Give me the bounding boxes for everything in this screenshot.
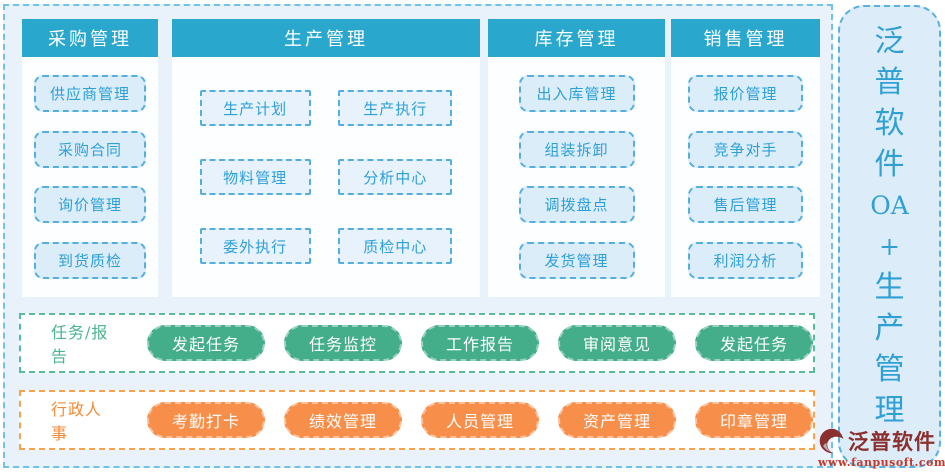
brand-char: 生	[874, 270, 905, 305]
admin-hr-band: 行政人事 考勤打卡绩效管理人员管理资产管理印章管理	[19, 390, 815, 450]
module-item-button[interactable]: 供应商管理	[34, 75, 146, 113]
fanpu-logo-row: 泛普软件	[818, 426, 945, 456]
orange-pill-button[interactable]: 考勤打卡	[147, 402, 265, 438]
fanpu-swirl-icon	[818, 427, 846, 455]
green-pill-button[interactable]: 工作报告	[421, 325, 539, 361]
module-column-4: 销售管理报价管理竞争对手售后管理利润分析	[671, 19, 820, 297]
module-item-button[interactable]: 发货管理	[518, 241, 635, 279]
orange-pill-button[interactable]: 绩效管理	[284, 402, 402, 438]
module-column-header: 生产管理	[172, 19, 480, 57]
module-item-button[interactable]: 询价管理	[34, 186, 146, 224]
brand-char: 泛	[874, 24, 905, 59]
orange-pill-button[interactable]: 印章管理	[695, 402, 813, 438]
orange-pill-button[interactable]: 人员管理	[421, 402, 539, 438]
module-item-button[interactable]: 质检中心	[338, 228, 453, 264]
module-column-header: 销售管理	[671, 19, 820, 57]
module-item-button[interactable]: 采购合同	[34, 130, 146, 168]
module-diagram-box: 采购管理供应商管理采购合同询价管理到货质检生产管理生产计划生产执行物料管理分析中…	[3, 4, 833, 468]
module-column-header: 库存管理	[488, 19, 665, 57]
green-pill-button[interactable]: 发起任务	[147, 325, 265, 361]
brand-sidebar: 泛普软件 OA + 生产管理	[838, 5, 941, 468]
brand-char: 软	[874, 106, 905, 141]
brand-char: 件	[874, 147, 905, 182]
module-item-button[interactable]: 生产执行	[338, 90, 453, 126]
task-report-band: 任务/报告 发起任务任务监控工作报告审阅意见发起任务	[19, 313, 815, 373]
brand-char: 理	[874, 393, 905, 428]
brand-char: 管	[874, 352, 905, 387]
green-pill-button[interactable]: 审阅意见	[558, 325, 676, 361]
module-item-button[interactable]: 竞争对手	[688, 130, 803, 168]
brand-vertical-text: 泛普软件 OA + 生产管理	[840, 7, 939, 431]
module-item-button[interactable]: 到货质检	[34, 241, 146, 279]
module-item-button[interactable]: 组装拆卸	[518, 130, 635, 168]
brand-char: +	[879, 232, 900, 261]
module-item-button[interactable]: 生产计划	[199, 90, 311, 126]
brand-char: 产	[874, 311, 905, 346]
module-column-2: 生产管理生产计划生产执行物料管理分析中心委外执行质检中心	[172, 19, 480, 297]
brand-char: OA	[870, 191, 909, 220]
admin-hr-pills: 考勤打卡绩效管理人员管理资产管理印章管理	[147, 402, 813, 438]
module-column-body: 生产计划生产执行物料管理分析中心委外执行质检中心	[172, 57, 480, 297]
fanpu-logo-url: www.fanpusoft.com	[818, 456, 945, 469]
fanpu-logo: 泛普软件 www.fanpusoft.com	[818, 426, 945, 469]
orange-pill-button[interactable]: 资产管理	[558, 402, 676, 438]
module-item-button[interactable]: 分析中心	[338, 159, 453, 195]
module-item-button[interactable]: 售后管理	[688, 186, 803, 224]
task-report-pills: 发起任务任务监控工作报告审阅意见发起任务	[147, 325, 813, 361]
task-report-label: 任务/报告	[51, 323, 109, 366]
module-columns: 采购管理供应商管理采购合同询价管理到货质检生产管理生产计划生产执行物料管理分析中…	[22, 19, 820, 297]
module-item-button[interactable]: 调拨盘点	[518, 186, 635, 224]
module-column-1: 采购管理供应商管理采购合同询价管理到货质检	[22, 19, 158, 297]
module-item-button[interactable]: 委外执行	[199, 228, 311, 264]
module-item-button[interactable]: 出入库管理	[518, 75, 635, 113]
module-column-body: 报价管理竞争对手售后管理利润分析	[671, 57, 820, 297]
brand-char: 普	[874, 65, 905, 100]
green-pill-button[interactable]: 发起任务	[695, 325, 813, 361]
module-column-3: 库存管理出入库管理组装拆卸调拨盘点发货管理	[488, 19, 665, 297]
fanpu-logo-name: 泛普软件	[848, 429, 936, 454]
module-column-body: 供应商管理采购合同询价管理到货质检	[22, 57, 158, 297]
module-column-body: 出入库管理组装拆卸调拨盘点发货管理	[488, 57, 665, 297]
module-column-header: 采购管理	[22, 19, 158, 57]
admin-hr-label: 行政人事	[51, 400, 103, 443]
green-pill-button[interactable]: 任务监控	[284, 325, 402, 361]
module-item-button[interactable]: 报价管理	[688, 75, 803, 113]
module-item-button[interactable]: 利润分析	[688, 241, 803, 279]
module-item-button[interactable]: 物料管理	[199, 159, 311, 195]
